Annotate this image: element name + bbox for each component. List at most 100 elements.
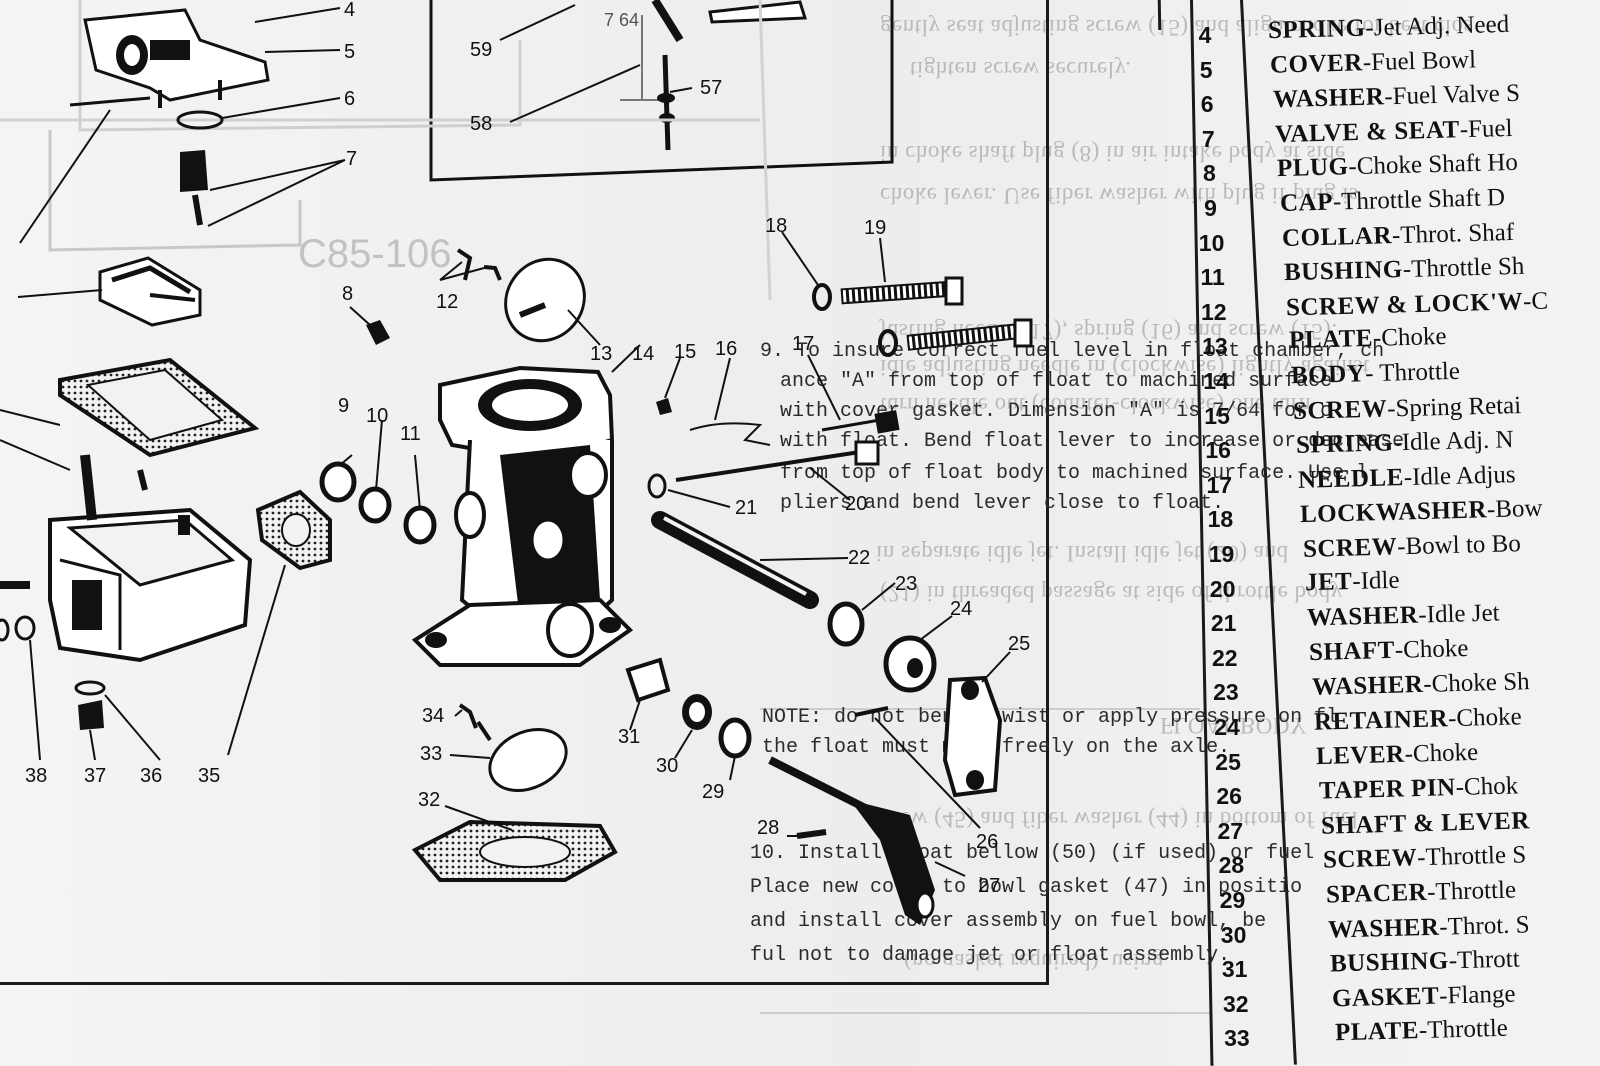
part-name: WASHER [1306, 601, 1419, 632]
parts-row-number: 25 [1215, 748, 1241, 775]
parts-row-number: 4 [1198, 22, 1212, 48]
part-name: SCREW [1322, 844, 1418, 875]
part-description: - Throttle [1364, 357, 1461, 388]
instruction-line: with float. Bend float lever to increase… [780, 430, 1405, 453]
parts-row-description: BODY- Throttle [1291, 358, 1461, 390]
parts-row-description: JET-Idle [1304, 566, 1399, 596]
parts-row-description: COLLAR-Throt. Shaf [1281, 219, 1514, 253]
callout-23: 23 [895, 573, 917, 595]
table-left-border [1157, 0, 1162, 30]
part-description: -Idle Adj. N [1392, 426, 1514, 457]
ghost-rule [760, 1012, 1210, 1014]
part-description: -C [1523, 287, 1549, 316]
part-description: -Fuel Bowl [1362, 45, 1477, 76]
parts-row-number: 6 [1200, 91, 1214, 118]
part-choke-lever [942, 675, 1003, 798]
parts-row-description: SCREW-Spring Retai [1293, 392, 1522, 426]
parts-row-number: 15 [1204, 402, 1230, 429]
part-name: RETAINER [1313, 705, 1449, 736]
part-description: -Throt. Shaf [1391, 218, 1515, 249]
part-description: -Chok [1454, 772, 1519, 802]
part-description: -Throttle [1418, 1015, 1508, 1045]
part-description: -Fuel [1459, 114, 1513, 144]
parts-row-number: 27 [1217, 817, 1244, 844]
parts-row-number: 31 [1221, 956, 1248, 983]
inset-dimension-label: 7 64 [604, 10, 639, 30]
part-name: SCREW & LOCK'W [1286, 288, 1524, 322]
callout-8: 8 [342, 283, 353, 305]
callout-16: 16 [715, 338, 737, 360]
parts-row-number: 24 [1214, 714, 1240, 740]
part-description: -Bowl to Bo [1396, 530, 1521, 561]
parts-row-description: GASKET-Flange [1332, 980, 1516, 1013]
parts-row-description: COVER-Fuel Bowl [1270, 46, 1477, 79]
parts-row-number: 5 [1199, 56, 1213, 83]
parts-row-description: CAP-Throttle Shaft D [1279, 184, 1505, 218]
part-description: -Bow [1486, 495, 1544, 524]
part-name: PLATE [1288, 325, 1374, 355]
callout-14: 14 [632, 343, 654, 365]
frame-right-border [1046, 0, 1049, 985]
parts-row-description: WASHER-Fuel Valve S [1272, 80, 1520, 114]
instruction-line: ful not to damage jet or float assembly. [750, 944, 1231, 967]
inset-detail-box: 7 64 [429, 0, 894, 182]
callout-32: 32 [418, 789, 440, 811]
part-name: SPRING [1295, 429, 1394, 460]
parts-row-number: 11 [1200, 264, 1225, 291]
instruction-line: Place new cover to bowl gasket (47) in p… [750, 876, 1303, 899]
part-description: -Throttle [1426, 876, 1516, 906]
part-throttle-body [411, 365, 634, 667]
part-name: WASHER [1311, 671, 1424, 702]
part-throttle-shaft-cap [319, 461, 357, 503]
callout-24: 24 [950, 598, 972, 620]
part-name: GASKET [1332, 982, 1440, 1013]
callout-numbers: 4 5 6 7 8 9 10 11 12 13 14 15 16 17 18 1… [25, 0, 1030, 897]
part-description: -Idle Adjus [1403, 460, 1516, 491]
part-name: LOCKWASHER [1299, 496, 1488, 529]
callout-35: 35 [198, 765, 220, 787]
part-name: BUSHING [1329, 947, 1450, 978]
part-description: -Choke [1372, 323, 1447, 353]
callout-38: 38 [25, 765, 47, 787]
callout-9: 9 [338, 395, 349, 417]
parts-row-description: WASHER-Choke Sh [1311, 669, 1529, 703]
drawing-stamp: C85-106 [298, 232, 452, 276]
part-description: -Throt. S [1438, 910, 1530, 941]
part-name: SPACER [1325, 878, 1428, 909]
part-description: -Throttle S [1417, 841, 1527, 872]
part-description: -Spring Retai [1387, 391, 1522, 423]
parts-row-description: PLATE-Throttle [1334, 1015, 1508, 1048]
callout-27: 27 [978, 875, 1000, 897]
callout-30: 30 [656, 755, 678, 777]
instruction-line: pliers and bend lever close to float. [780, 492, 1225, 515]
callout-21: 21 [735, 497, 757, 519]
part-choke-shaft-plug [366, 320, 390, 345]
part-valve-and-seat [180, 150, 208, 226]
instruction-line: ance "A" from top of float to machined s… [780, 370, 1333, 393]
parts-row-description: PLUG-Choke Shaft Ho [1277, 149, 1519, 183]
parts-row-number: 18 [1207, 506, 1234, 533]
parts-row-description: SPRING-Jet Adj. Need [1268, 11, 1510, 45]
part-description: -Fuel Valve S [1383, 79, 1520, 111]
part-name: WASHER [1272, 83, 1385, 114]
part-name: COVER [1269, 48, 1364, 79]
part-name: PLATE [1334, 1017, 1420, 1047]
parts-row-number: 17 [1206, 471, 1233, 498]
callout-10: 10 [366, 405, 388, 427]
part-name: SCREW [1292, 395, 1388, 425]
parts-row-description: WASHER-Idle Jet [1307, 600, 1500, 633]
part-description: -Thrott [1448, 945, 1521, 975]
part-description: -Choke [1447, 703, 1523, 733]
callout-22: 22 [848, 547, 870, 569]
parts-row-description: LEVER-Choke [1316, 738, 1479, 770]
part-name: TAPER PIN [1318, 774, 1456, 805]
parts-row-description: SPRING-Idle Adj. N [1295, 426, 1513, 460]
parts-row-number: 22 [1212, 644, 1238, 671]
parts-row-description: RETAINER-Choke [1314, 703, 1522, 736]
part-name: BODY [1290, 360, 1366, 390]
callout-31: 31 [618, 726, 640, 748]
parts-row-description: VALVE & SEAT-Fuel [1275, 115, 1513, 149]
part-choke-plate [504, 257, 586, 343]
parts-row-description: BUSHING-Throttle Sh [1284, 253, 1525, 287]
part-description: -Choke Sh [1422, 668, 1530, 699]
